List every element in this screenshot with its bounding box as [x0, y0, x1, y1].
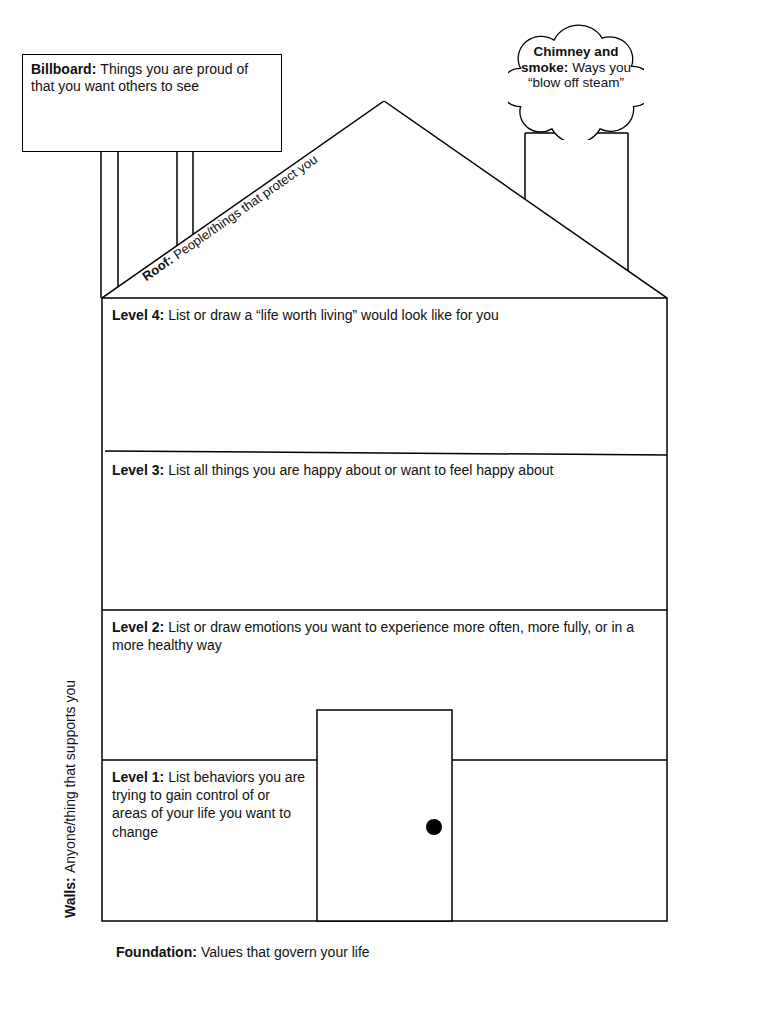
- roof-outline: [102, 101, 667, 298]
- text-block: Level 2:List or draw emotions you want t…: [112, 618, 657, 654]
- text-block: Level 3:List all things you are happy ab…: [112, 461, 657, 479]
- walls-heading: Walls:: [62, 877, 78, 918]
- text-block: Roof:People/things that protect you: [139, 152, 320, 284]
- billboard-box: Billboard:Things you are proud of that y…: [22, 54, 282, 152]
- walls-text: Anyone/thing that supports you: [62, 680, 78, 873]
- heading-text: Level 4:: [112, 307, 164, 323]
- heading-text: Level 1:: [112, 769, 164, 785]
- level-band: Level 3:List all things you are happy ab…: [102, 453, 667, 609]
- heading-text: Billboard:: [31, 61, 96, 77]
- body-text: List or draw emotions you want to experi…: [112, 619, 634, 653]
- level-band: Level 4:List or draw a “life worth livin…: [102, 298, 667, 452]
- text-block: Level 4:List or draw a “life worth livin…: [112, 306, 657, 324]
- foundation-text: Values that govern your life: [201, 944, 370, 960]
- body-text: List all things you are happy about or w…: [168, 462, 553, 478]
- smoke-cloud: Chimney and smoke:Ways you “blow off ste…: [508, 24, 644, 140]
- heading-text: Level 3:: [112, 462, 164, 478]
- roof-triangle: Roof:People/things that protect you: [102, 101, 667, 298]
- level-band: Level 2:List or draw emotions you want t…: [102, 610, 667, 710]
- heading-text: Roof:: [139, 252, 175, 284]
- text-block: Billboard:Things you are proud of that y…: [31, 61, 273, 95]
- level-band: Level 1:List behaviors you are trying to…: [102, 760, 317, 920]
- body-text: People/things that protect you: [171, 152, 321, 263]
- text-block: Level 1:List behaviors you are trying to…: [112, 768, 307, 841]
- text-block: Chimney and smoke:Ways you “blow off ste…: [520, 44, 632, 91]
- body-text: List or draw a “life worth living” would…: [168, 307, 499, 323]
- heading-text: Level 2:: [112, 619, 164, 635]
- foundation-heading: Foundation:: [116, 944, 197, 960]
